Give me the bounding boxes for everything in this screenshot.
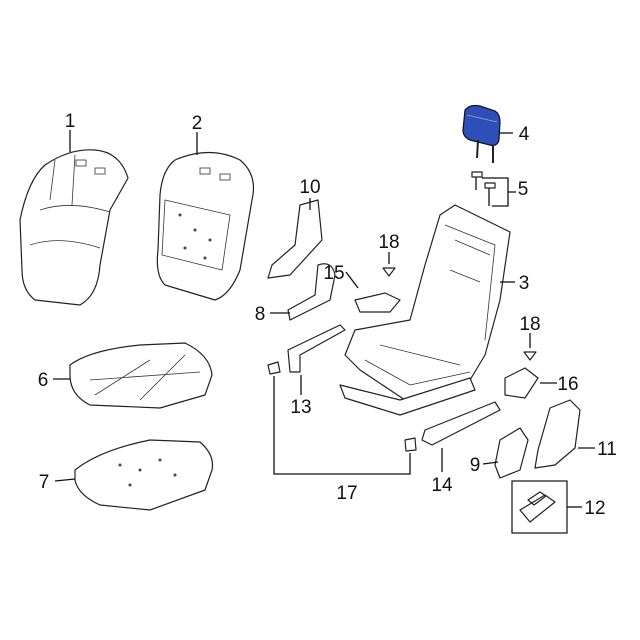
callout-18-lower: 18 bbox=[519, 314, 540, 335]
callout-14: 14 bbox=[431, 475, 453, 496]
callout-3: 3 bbox=[519, 273, 530, 294]
part-15-clip[interactable] bbox=[354, 292, 401, 313]
part-6-seat-cushion[interactable] bbox=[69, 342, 213, 409]
leader-lines bbox=[53, 130, 595, 508]
part-13-rail[interactable] bbox=[287, 324, 346, 373]
callout-10: 10 bbox=[299, 177, 320, 198]
callout-2: 2 bbox=[192, 113, 203, 134]
part-18-clip-a[interactable] bbox=[382, 267, 396, 277]
part-5-headrest-guides[interactable] bbox=[471, 171, 496, 206]
part-16-cover[interactable] bbox=[504, 367, 539, 399]
part-12-handles[interactable] bbox=[519, 491, 556, 523]
callout-15: 15 bbox=[323, 263, 344, 284]
part-4-headrest[interactable] bbox=[462, 104, 501, 164]
part-11-side-shield[interactable] bbox=[534, 399, 581, 469]
part-3-seat-frame[interactable] bbox=[339, 204, 511, 416]
part-1-seat-back-cover[interactable] bbox=[19, 149, 129, 306]
callout-6: 6 bbox=[38, 370, 49, 391]
callout-11: 11 bbox=[597, 439, 617, 460]
callout-7: 7 bbox=[39, 472, 50, 493]
part-8-bracket[interactable] bbox=[287, 263, 336, 321]
part-17-clip-left[interactable] bbox=[267, 361, 281, 375]
callout-16: 16 bbox=[557, 374, 578, 395]
callout-5: 5 bbox=[518, 179, 529, 200]
callout-9: 9 bbox=[470, 455, 481, 476]
callout-4: 4 bbox=[519, 124, 530, 145]
part-7-cushion-pan[interactable] bbox=[74, 439, 214, 511]
callout-13: 13 bbox=[290, 397, 311, 418]
part-10-trim-panel[interactable] bbox=[267, 199, 323, 279]
callout-8: 8 bbox=[255, 304, 266, 325]
part-17-clip-right[interactable] bbox=[404, 437, 417, 452]
part-9-cover[interactable] bbox=[494, 427, 529, 479]
callout-1: 1 bbox=[65, 111, 76, 132]
part-2-seat-back-panel[interactable] bbox=[156, 151, 255, 301]
callout-18-upper: 18 bbox=[378, 232, 399, 253]
callout-12: 12 bbox=[584, 498, 605, 519]
callout-17: 17 bbox=[336, 483, 357, 504]
part-18-clip-b[interactable] bbox=[523, 351, 537, 361]
part-14-trim[interactable] bbox=[421, 401, 501, 446]
